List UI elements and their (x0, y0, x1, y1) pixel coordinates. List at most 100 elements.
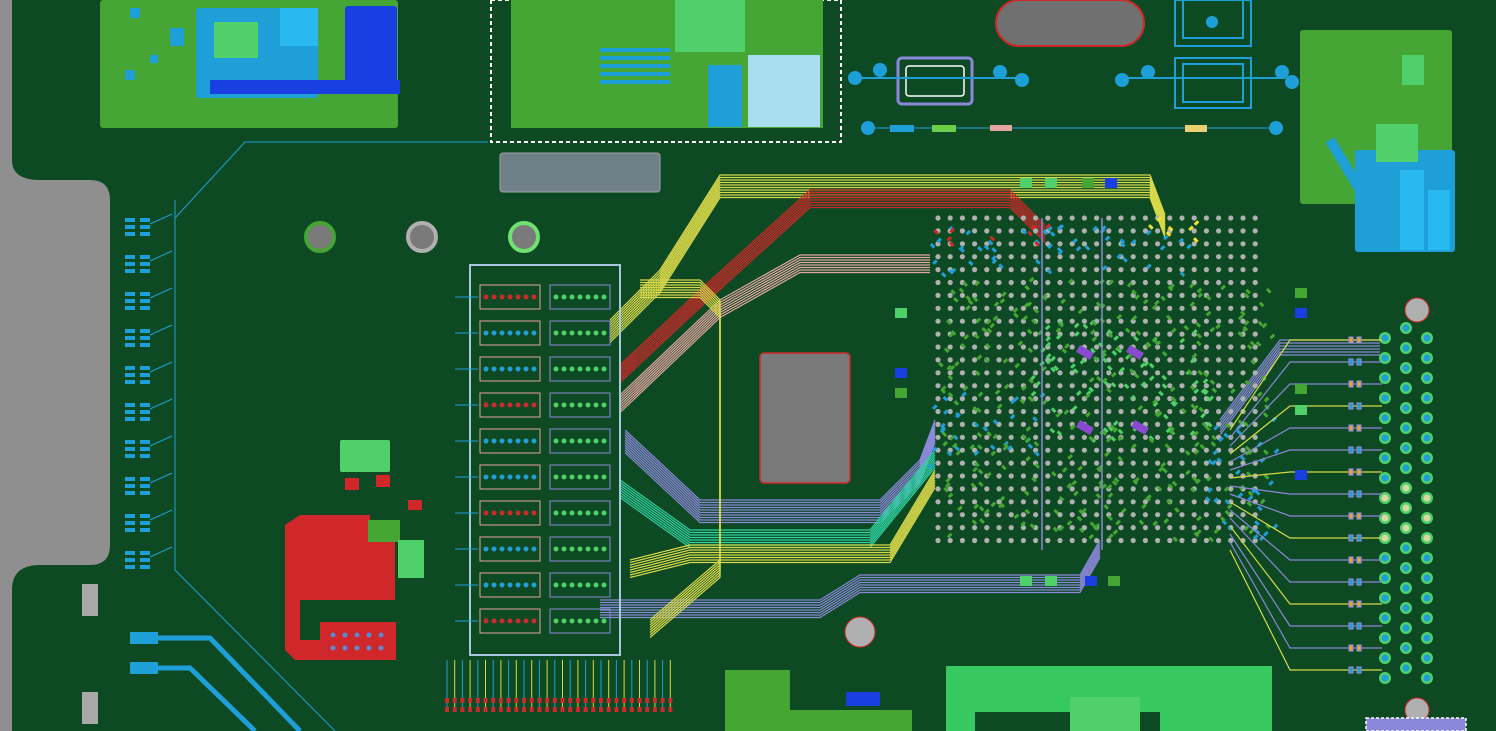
bga-ball (1155, 370, 1161, 376)
fanout-stub (999, 298, 1006, 304)
connector-pin-core (1423, 394, 1431, 402)
pin-pad (629, 698, 634, 703)
bga-ball (1240, 228, 1246, 234)
bga-ball (1179, 228, 1185, 234)
pin-pad (552, 698, 557, 703)
bga-ball (959, 421, 966, 427)
fanout-stub (1089, 521, 1096, 527)
trace-yellow-low (629, 479, 936, 571)
pin-pad (498, 707, 503, 712)
bga-ball (984, 215, 990, 221)
connector-pin-core (1402, 524, 1410, 532)
fanout-stub (963, 334, 970, 340)
fanout-stub (1075, 390, 1082, 396)
connector-pin-core (1381, 354, 1389, 362)
fanout-stub (1055, 412, 1062, 418)
right-trace-cap (1348, 358, 1354, 366)
chip-ball (561, 330, 567, 336)
fanout-stub (1160, 295, 1166, 302)
fanout-stub (1133, 335, 1139, 342)
fanout-stub (940, 385, 947, 392)
fanout-stub (1161, 383, 1168, 389)
bga-ball (1142, 486, 1148, 492)
fanout-stub (1202, 371, 1209, 378)
bga-ball (996, 499, 1002, 505)
bga-ball (1118, 318, 1124, 324)
bga-ball (1020, 344, 1026, 350)
bga-ball (984, 254, 990, 260)
bga-ball (947, 408, 953, 415)
bga-ball (1118, 357, 1124, 363)
bga-ball (1057, 486, 1063, 492)
fanout-stub (958, 245, 965, 252)
pin-pad (529, 698, 534, 703)
chip-ball (561, 474, 567, 480)
bga-ball (1045, 473, 1051, 479)
trace-pink (619, 271, 930, 413)
right-trace-cap (1356, 534, 1362, 542)
fanout-stub (1166, 498, 1172, 505)
right-trace (1229, 549, 1382, 671)
fanout-stub (1114, 345, 1121, 352)
bga-ball (1155, 421, 1161, 427)
trace-pink (619, 256, 930, 398)
bga-ball (1155, 228, 1161, 234)
fanout-purple (1076, 420, 1094, 435)
fanout-stub (1197, 292, 1203, 299)
chip-ball (585, 438, 591, 444)
chip-ball (483, 366, 489, 372)
bga-ball (996, 383, 1002, 389)
bga-ball (1020, 215, 1026, 221)
chip-ball (561, 402, 567, 408)
fanout-stub (932, 259, 938, 265)
fanout-stub (1013, 513, 1020, 520)
bga-ball (935, 292, 941, 298)
bga-ball (996, 305, 1002, 311)
bga-ball (1203, 434, 1209, 440)
bga-ball (935, 473, 941, 479)
fanout-stub (1152, 520, 1158, 527)
bga-ball (1106, 473, 1112, 479)
right-trace (1229, 449, 1382, 471)
fanout-stub (1161, 374, 1168, 381)
chip-ball (523, 618, 529, 624)
bga-ball (1045, 460, 1051, 466)
fanout-stub (1145, 263, 1152, 270)
trace-teal (619, 457, 936, 539)
fanout-stub (1119, 241, 1126, 248)
fanout-stub (1045, 341, 1052, 348)
fanout-stub (1202, 378, 1209, 384)
fanout-stub (1132, 479, 1139, 485)
right-trace (1229, 541, 1382, 649)
right-trace-cap (1348, 556, 1354, 564)
chip-ball (491, 438, 497, 444)
bga-ball (1106, 537, 1112, 544)
fanout-stub (1069, 424, 1076, 431)
bga-ball (935, 241, 941, 247)
fanout-stub (1197, 369, 1204, 376)
bga-ball (996, 215, 1002, 221)
fanout-stub (1243, 525, 1250, 532)
stub-pad (125, 447, 135, 451)
chip-outline (549, 500, 611, 526)
bga-ball (1130, 460, 1136, 466)
fanout-stub (1145, 229, 1152, 236)
top-right-regulator (1300, 30, 1455, 252)
fanout-stub (1239, 455, 1246, 462)
fanout-stub (1047, 243, 1053, 250)
pin-pad (475, 707, 480, 712)
bga-ball (1228, 254, 1234, 260)
bga-ball (1057, 254, 1063, 260)
chip-ball (483, 402, 489, 408)
bga-ball (1094, 279, 1100, 286)
smd-component (1045, 576, 1057, 586)
bga-ball (1203, 215, 1209, 221)
fanout-stub (1108, 279, 1114, 286)
bga-ball (1240, 215, 1246, 221)
bga-ball (1033, 447, 1039, 453)
bga-ball (935, 408, 941, 415)
chip-ball (585, 366, 591, 372)
chip-ball (561, 618, 567, 624)
bga-ball (959, 512, 966, 518)
stub-trace (149, 213, 173, 225)
